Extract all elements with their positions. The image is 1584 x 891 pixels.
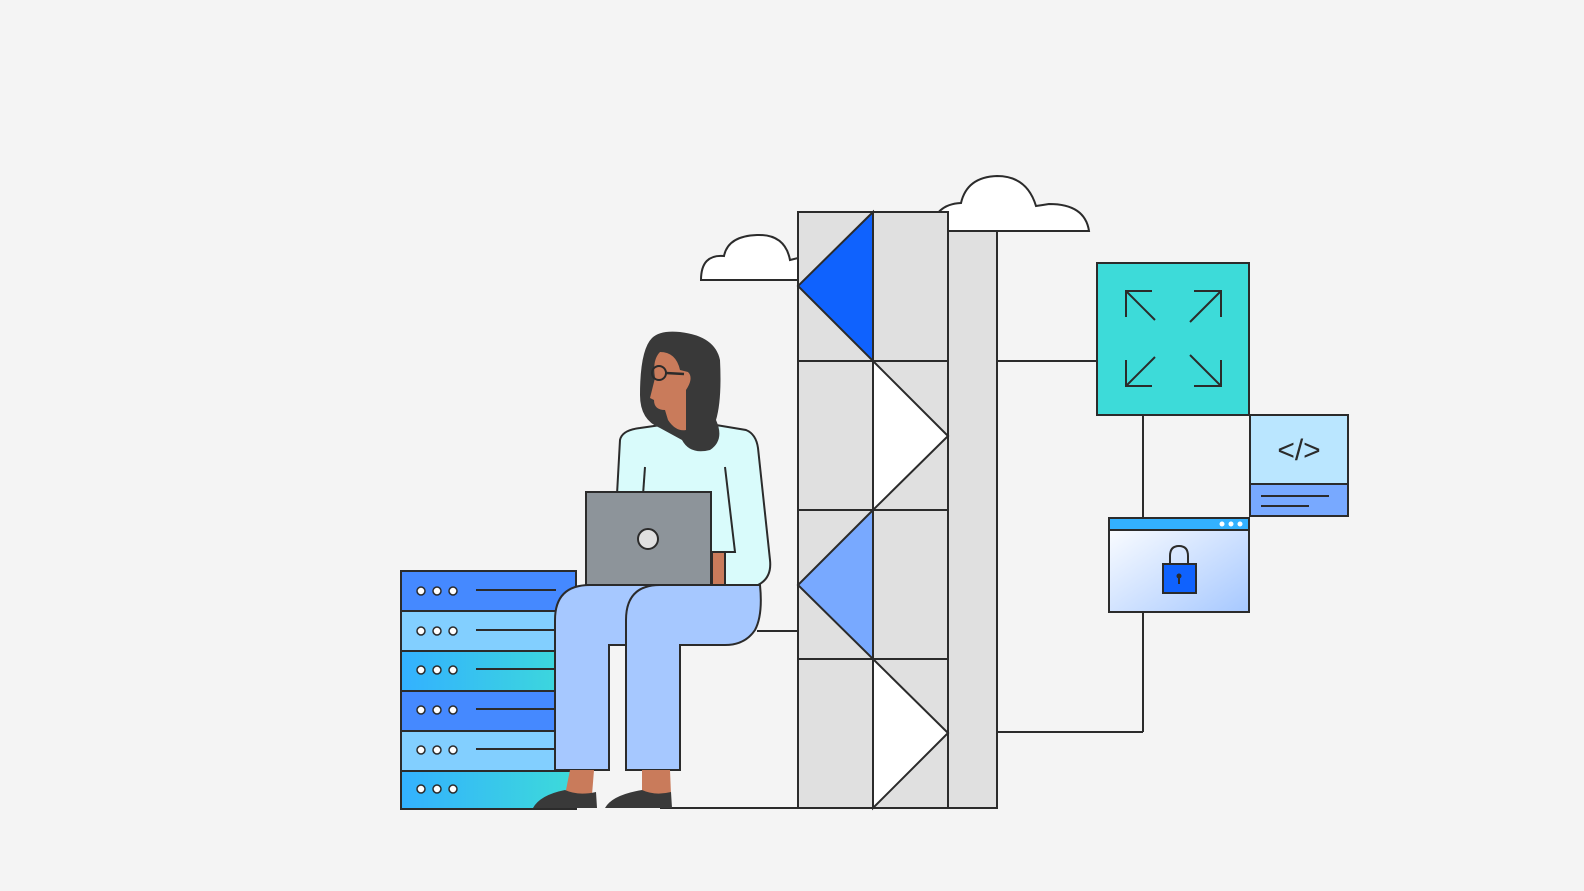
expand-arrows-icon [1125, 290, 1222, 387]
window-dots [1219, 521, 1243, 527]
security-window [1108, 517, 1250, 613]
expand-panel [1096, 262, 1250, 416]
code-brackets-icon: </> [1277, 434, 1320, 467]
triangle-light-blue [796, 507, 874, 662]
padlock-icon [1162, 544, 1197, 594]
laptop-logo-icon [637, 528, 659, 550]
triangle-dark-blue [796, 209, 874, 364]
person-with-laptop [533, 331, 772, 808]
architecture-tower [796, 209, 998, 811]
code-panel: </> [1249, 414, 1349, 517]
server-rack [400, 570, 577, 810]
leg-front [625, 584, 762, 771]
cloud-icon-left [699, 233, 799, 281]
server-leds [416, 586, 458, 794]
shoe-right [605, 790, 672, 808]
triangle-white [872, 656, 950, 811]
shoe-left [533, 790, 597, 808]
face [650, 352, 691, 431]
connector-lines [660, 360, 1144, 809]
cloud-icon-right [928, 174, 1091, 232]
triangle-white [872, 358, 950, 513]
